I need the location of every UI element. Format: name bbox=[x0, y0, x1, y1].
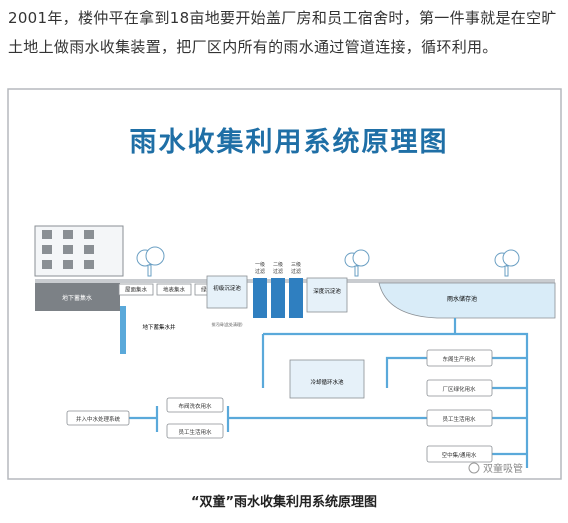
well-label: 地下蓄集水井 bbox=[142, 323, 176, 331]
svg-text:过滤: 过滤 bbox=[255, 268, 265, 275]
grey-water-label: 并入中水处理系统 bbox=[76, 415, 121, 423]
filter-tanks bbox=[253, 278, 303, 318]
intro-paragraph: 2001年，楼仲平在拿到18亩地要开始盖厂房和员工宿舍时，第一件事就是在空旷土地… bbox=[8, 9, 557, 56]
staff-life-label: 员工生活用水 bbox=[442, 415, 476, 423]
diagram-title: 雨水收集利用系统原理图 bbox=[130, 126, 449, 158]
cooling-pool-label: 冷却循环水池 bbox=[310, 378, 344, 386]
roof-collect-label: 屋面集水 bbox=[125, 286, 148, 294]
svg-text:二级: 二级 bbox=[273, 261, 283, 268]
svg-text:三级: 三级 bbox=[291, 261, 301, 268]
east-prod-label: 东阁生产用水 bbox=[442, 355, 476, 363]
watermark-text: 双童吸管 bbox=[483, 462, 523, 475]
figure-caption: “双童”雨水收集利用系统原理图 bbox=[190, 495, 378, 510]
building-icon bbox=[34, 225, 124, 277]
svg-text:过滤: 过滤 bbox=[291, 268, 301, 275]
laundry-label: 布阀洗衣用水 bbox=[178, 402, 212, 410]
underground-tank-label: 地下蓄集水 bbox=[62, 294, 92, 302]
watermark: 双童吸管 bbox=[468, 462, 523, 475]
greening-label: 厂区绿化用水 bbox=[442, 385, 476, 393]
ac-cooling-label: 空中集/通用水 bbox=[442, 451, 477, 459]
svg-text:过滤: 过滤 bbox=[273, 268, 283, 275]
staff-life2-label: 员工生活用水 bbox=[178, 428, 212, 436]
storage-pool-label: 雨水储存池 bbox=[447, 295, 477, 303]
ground-collect-label: 地表集水 bbox=[163, 286, 186, 294]
deep-settle-label: 深度沉淀池 bbox=[313, 287, 341, 295]
tree-icon bbox=[136, 246, 520, 277]
rainwater-system-diagram: 雨水收集利用系统原理图 地下蓄集水 屋面集水 地表集水 绿地集水 初级沉淀池 一… bbox=[7, 88, 562, 480]
svg-text:一级: 一级 bbox=[255, 261, 265, 268]
underground-block bbox=[35, 283, 120, 311]
valve-note: 排污阀(此处清理) bbox=[211, 321, 243, 327]
primary-settle-label: 初级沉淀池 bbox=[213, 284, 241, 292]
